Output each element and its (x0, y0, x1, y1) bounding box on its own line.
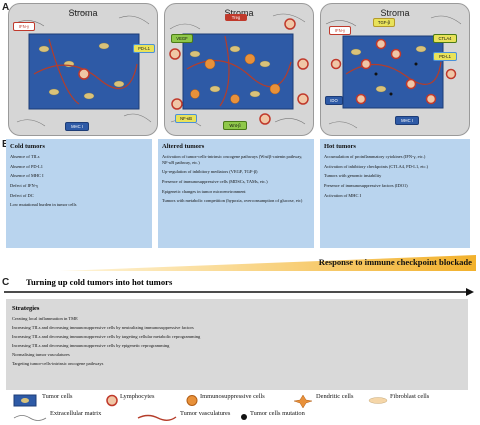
list-item: Low mutational burden in tumor cells (10, 202, 77, 208)
panel-hot-illustration (325, 15, 462, 129)
list-item: Accumulation of proinflammatory cytokine… (324, 154, 426, 159)
list-item: Activation of inhibitory checkpoints (CT… (324, 163, 429, 169)
legend-label-dendritic: Dendritic cells (316, 393, 354, 400)
section-c-letter: C (2, 277, 10, 288)
section-b-letter: B (2, 139, 9, 150)
lymphocyte-icon (106, 394, 118, 407)
section-a-letter: A (2, 2, 10, 13)
label-ifn-gamma: IFN-γ (329, 26, 351, 35)
panel-cold-tumor: Stroma IFN-γ PD-L1 MHC I (8, 3, 158, 136)
label-nf-kb: NF-κB (175, 114, 197, 123)
label-vegf: VEGF (171, 34, 193, 43)
label-tgf-b: TGF-β (373, 18, 395, 27)
label-ifn-gamma: IFN-γ (13, 22, 35, 31)
list-item: Presence of immunosuppressive cells (MDS… (162, 178, 268, 184)
list-item: Defect of IFN-γ (10, 183, 39, 189)
column-title: Hot tumors (324, 143, 356, 150)
legend-label-tumor-cells: Tumor cells (42, 393, 73, 400)
list-item: Activation of tumor-cells-intrinsic onco… (162, 154, 303, 165)
legend-label-immunosuppressive: Immunosuppressive cells (200, 393, 265, 400)
legend-label-extracellular-matrix: Extracellular matrix (50, 410, 102, 417)
list-item: Defect of DC (10, 192, 34, 198)
list-item: Absence of TILs (10, 154, 40, 159)
tumor-mutation-icon (241, 414, 247, 420)
strategy-item: Targeting tumor-cells-intrinsic oncogene… (12, 361, 104, 366)
response-gradient (60, 255, 476, 271)
strategies-title: Strategies (12, 305, 40, 312)
strategies-box: Strategies Creating local inflammation i… (6, 299, 468, 390)
tumor-vasculature-icon (137, 414, 177, 421)
list-item: Absence of PD-L1 (10, 163, 43, 169)
list-item: Tumors with metabolic competition (hypox… (162, 198, 303, 204)
legend-label-lymphocytes: Lymphocytes (120, 393, 155, 400)
list-item: Up-regulation of inhibitory mediators (V… (162, 169, 258, 175)
column-title: Cold tumors (10, 143, 45, 150)
legend-label-tumor-vasculatures: Tumor vasculatures (180, 410, 231, 417)
legend-icons (13, 394, 388, 421)
label-wnt-b: Wnt-β (223, 121, 247, 130)
panel-stroma-label: Stroma (380, 8, 410, 18)
strategy-item: Normalising tumor vasculatures (12, 352, 70, 357)
legend-label-fibroblast: Fibroblast cells (390, 393, 430, 400)
column-hot-tumors: Hot tumors Accumulation of proinflammato… (320, 139, 470, 248)
label-treg: Treg (225, 14, 247, 21)
extracellular-matrix-icon (13, 415, 47, 421)
strategy-item: Increasing TILs and decreasing immunosup… (12, 325, 194, 330)
fibroblast-icon (368, 397, 388, 404)
panel-cold-illustration (13, 11, 152, 127)
legend-label-tumor-mutation: Tumor cells mutation (250, 410, 305, 417)
column-cold-tumors: Cold tumors Absence of TILs Absence of P… (6, 139, 152, 248)
response-label: Response to immune checkpoint blockade (318, 257, 472, 267)
panel-stroma-label: Stroma (68, 8, 98, 18)
turning-arrow (4, 288, 474, 296)
turning-label: Turning up cold tumors into hot tumors (26, 277, 173, 287)
list-item: Epigenetic changes in tumor microenviron… (162, 188, 246, 194)
list-item: Tumors with genomic instability (324, 173, 382, 179)
dendritic-cell-icon (293, 394, 313, 409)
tumor-cell-icon (13, 394, 37, 407)
list-item: Presence of immunosuppressive factors (I… (324, 183, 408, 189)
panel-hot-tumor: Stroma TGF-β IFN-γ CTLA4 PD-L1 IDO MHC I (320, 3, 470, 136)
column-title: Altered tumors (162, 143, 205, 150)
immunosuppressive-cell-icon (186, 395, 198, 406)
strategy-item: Increasing TILs and decreasing immunosup… (12, 334, 201, 339)
panel-altered-tumor: Stroma Treg VEGF NF-κB Wnt-β (164, 3, 314, 136)
panel-altered-illustration (169, 13, 309, 127)
label-ctla4: CTLA4 (433, 34, 457, 43)
column-altered-tumors: Altered tumors Activation of tumor-cells… (158, 139, 314, 248)
label-pd-l1: PD-L1 (133, 44, 155, 53)
list-item: Activation of MHC I (324, 192, 361, 198)
strategy-item: Increasing TILs and decreasing immunosup… (12, 343, 170, 348)
label-ido: IDO (325, 96, 343, 105)
label-mhc-i: MHC I (395, 116, 419, 125)
label-pd-l1: PD-L1 (433, 52, 457, 61)
label-mhc-i: MHC I (65, 122, 89, 131)
list-item: Absence of MHC I (10, 173, 44, 179)
strategy-item: Creating local inflammation in TME (12, 316, 78, 321)
panel-stroma-label: Stroma (224, 8, 254, 18)
